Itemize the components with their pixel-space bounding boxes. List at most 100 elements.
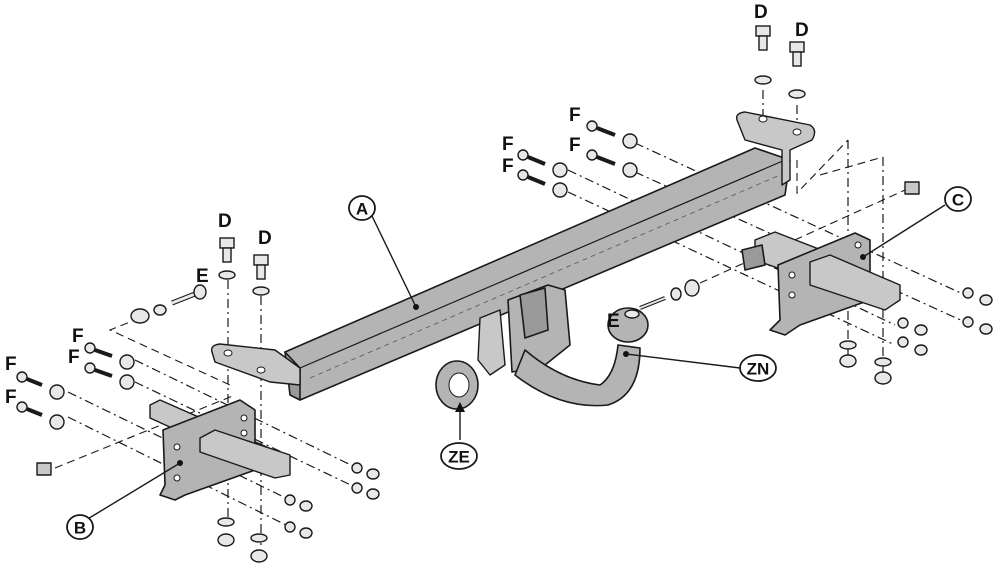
label-f: F bbox=[68, 347, 80, 368]
leader-line bbox=[862, 204, 946, 258]
tow-neck bbox=[514, 344, 641, 407]
axis-line bbox=[134, 381, 358, 489]
bolt-hole bbox=[173, 474, 181, 482]
label-f: F bbox=[5, 387, 17, 408]
bolt-shank bbox=[596, 126, 616, 137]
bolt-shank bbox=[596, 155, 616, 166]
label-f: F bbox=[502, 134, 514, 155]
washer bbox=[754, 75, 772, 85]
bolt-hole bbox=[173, 443, 181, 451]
washer bbox=[897, 317, 909, 329]
bolt-shank bbox=[222, 247, 232, 263]
bolt-shank bbox=[527, 155, 546, 166]
callout-zn: ZN bbox=[739, 354, 777, 382]
bolt-hole bbox=[788, 291, 796, 299]
socket-hole bbox=[448, 372, 470, 398]
bolt-head bbox=[586, 149, 598, 161]
axis-line bbox=[796, 139, 849, 195]
axis-line bbox=[54, 394, 236, 469]
label-e: E bbox=[607, 311, 620, 332]
bolt-shank-fill bbox=[639, 297, 666, 309]
nut bbox=[874, 371, 892, 385]
bolts-f-left bbox=[16, 342, 135, 430]
washer bbox=[874, 357, 892, 367]
callout-c: C bbox=[944, 186, 972, 212]
washer bbox=[552, 162, 568, 178]
washer bbox=[897, 336, 909, 348]
washer bbox=[622, 162, 638, 178]
bolt-head bbox=[84, 362, 96, 374]
main-beam bbox=[210, 111, 816, 401]
callout-ring bbox=[739, 354, 777, 382]
bolt-shank bbox=[94, 368, 113, 378]
bolt-head bbox=[517, 169, 529, 181]
callout-b: B bbox=[66, 514, 94, 540]
washer bbox=[252, 286, 270, 296]
callout-label: B bbox=[74, 519, 86, 538]
tow-ball-assembly bbox=[507, 279, 700, 407]
label-d: D bbox=[795, 20, 809, 41]
washer bbox=[788, 89, 806, 99]
bolt-hole bbox=[788, 271, 796, 279]
callout-ze: ZE bbox=[440, 442, 478, 470]
label-f: F bbox=[569, 105, 581, 126]
right-bracket bbox=[741, 231, 901, 336]
callout-ring bbox=[440, 442, 478, 470]
label-f: F bbox=[569, 135, 581, 156]
washer bbox=[351, 462, 363, 474]
bolt-head bbox=[586, 120, 598, 132]
bolt-shank bbox=[527, 175, 546, 186]
beam-edge bbox=[299, 159, 786, 369]
label-d: D bbox=[258, 228, 272, 249]
bolt-shank bbox=[256, 264, 266, 280]
bolt-e bbox=[130, 284, 207, 324]
label-f: F bbox=[72, 326, 84, 347]
bolts-f-right bbox=[517, 120, 638, 198]
nut bbox=[366, 468, 380, 480]
bolt-head bbox=[84, 342, 96, 354]
bracket-channel bbox=[199, 429, 291, 479]
leader-line bbox=[371, 215, 417, 308]
label-d: D bbox=[218, 211, 232, 232]
label-e: E bbox=[196, 266, 209, 287]
bolt-hole bbox=[223, 349, 233, 357]
socket-plate bbox=[435, 309, 506, 440]
left-bracket bbox=[149, 399, 291, 501]
callout-ring bbox=[66, 514, 94, 540]
washer bbox=[250, 533, 268, 543]
washer bbox=[962, 287, 974, 299]
callout-ring bbox=[348, 195, 376, 221]
bolt-shank bbox=[758, 35, 768, 51]
washer bbox=[218, 270, 236, 280]
nut bbox=[299, 527, 313, 539]
bolt-d bbox=[218, 237, 236, 280]
label-f: F bbox=[502, 156, 514, 177]
nut bbox=[299, 500, 313, 512]
arrow-icon bbox=[455, 402, 465, 412]
washer bbox=[153, 304, 167, 316]
leader-line bbox=[85, 462, 181, 521]
nut bbox=[914, 344, 928, 356]
hardware bbox=[16, 25, 993, 563]
bracket-channel bbox=[809, 254, 901, 311]
ball-top bbox=[624, 309, 640, 319]
callout-label: ZN bbox=[747, 360, 770, 379]
washer bbox=[49, 384, 65, 400]
washer bbox=[684, 279, 700, 297]
leader-line bbox=[625, 353, 741, 369]
washer bbox=[351, 482, 363, 494]
bolt-d bbox=[788, 41, 806, 99]
bolt-head bbox=[193, 284, 207, 300]
axis-line bbox=[108, 317, 231, 386]
washer bbox=[622, 133, 638, 149]
washer bbox=[119, 374, 135, 390]
beam-weld bbox=[309, 174, 781, 379]
bolt-shank bbox=[94, 348, 113, 358]
label-d: D bbox=[754, 2, 768, 23]
left-flange bbox=[210, 343, 301, 386]
axis-line bbox=[567, 169, 896, 326]
bolt-hole bbox=[792, 128, 802, 136]
callout-a: A bbox=[348, 195, 376, 221]
bolt-hole bbox=[240, 429, 248, 437]
